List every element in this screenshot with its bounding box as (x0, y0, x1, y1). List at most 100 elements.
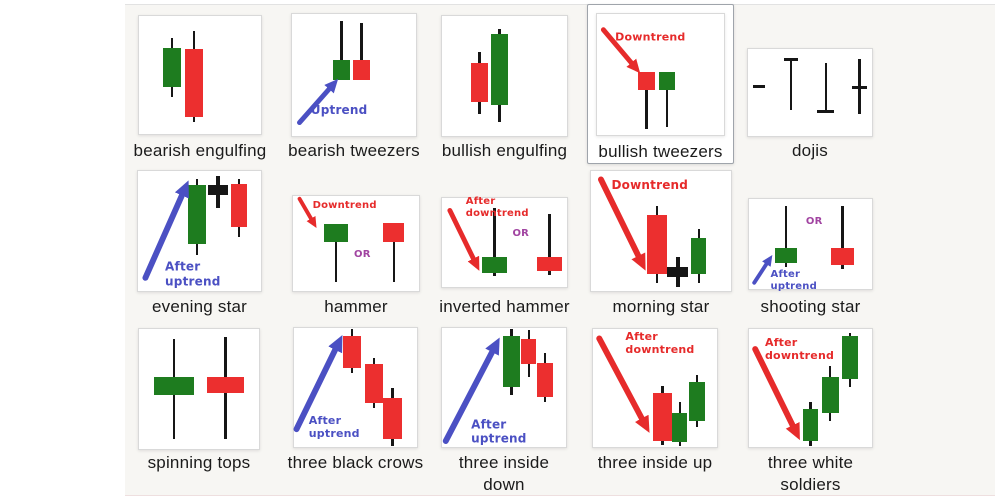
trend-arrow-blue (142, 180, 189, 281)
pattern-label-morning-star: morning star (612, 297, 710, 316)
candle-body-green (672, 412, 688, 443)
annotation-uptrend: Uptrend (310, 103, 368, 118)
candle-body-red (647, 215, 667, 275)
candle-wick (784, 206, 788, 268)
annotation-downtrend: Downtrend (615, 30, 686, 44)
doji-line (789, 59, 793, 110)
candle-body-red (352, 60, 371, 80)
pattern-label-inverted-hammer: inverted hammer (439, 297, 570, 316)
pattern-label-three-black-crows: three black crows (287, 453, 424, 472)
candle-body-red (383, 222, 405, 242)
candle-wick (340, 21, 343, 80)
annotation-or: OR (512, 228, 530, 240)
pattern-label-three-white-soldiers: three white soldiers (767, 453, 854, 495)
candle-wick (665, 72, 669, 127)
pattern-chart-spinning-tops[interactable] (138, 328, 260, 450)
pattern-label-three-inside-down: three inside down (458, 453, 550, 495)
candle-body-black (208, 185, 228, 195)
candle-body-green (482, 256, 507, 273)
candle-body-red (521, 338, 537, 364)
pattern-label-hammer: hammer (324, 297, 388, 316)
candle-body-green (502, 336, 521, 388)
candle-body-red (470, 62, 489, 103)
trend-arrow-red (596, 335, 650, 433)
pattern-label-spinning-tops: spinning tops (147, 453, 251, 472)
pattern-label-evening-star: evening star (151, 297, 248, 316)
candle-body-green (332, 60, 351, 80)
annotation-after: After uptrend (770, 268, 817, 292)
candle-body-green (689, 382, 706, 422)
pattern-chart-shooting-star[interactable]: OR After uptrend (748, 198, 873, 292)
trend-arrow-blue (296, 78, 339, 126)
candle-body-red (230, 184, 247, 228)
candle-body-green (187, 185, 207, 245)
candle-body-green (323, 223, 348, 242)
pattern-chart-evening-star[interactable]: After uptrend (137, 170, 262, 292)
candle-body-red (637, 72, 656, 91)
pattern-label-bullish-tweezers: bullish tweezers (598, 142, 723, 161)
pattern-chart-bearish-engulfing[interactable] (138, 15, 262, 135)
doji-line (852, 86, 868, 89)
pattern-label-bearish-engulfing: bearish engulfing (133, 141, 267, 160)
candle-body-red (653, 392, 672, 442)
candle-body-red (537, 256, 562, 271)
annotation-or: OR (353, 248, 371, 260)
pattern-label-dojis: dojis (792, 141, 828, 160)
candle-body-red (342, 336, 362, 369)
doji-line (824, 62, 828, 112)
candle-body-green (802, 409, 819, 442)
candle-body-red (184, 49, 204, 118)
candle-wick (548, 214, 551, 275)
candle-body-black (667, 267, 689, 277)
pattern-label-shooting-star: shooting star (760, 297, 861, 316)
pattern-chart-three-white-soldiers[interactable]: After downtrend (748, 328, 873, 448)
candle-wick (392, 222, 396, 283)
candle-body-green (841, 336, 858, 379)
annotation-or: OR (805, 216, 823, 228)
annotation-after: After downtrend (625, 329, 695, 357)
candle-body-red (382, 398, 403, 439)
candle-wick (334, 223, 338, 283)
trend-arrow-red (752, 346, 800, 441)
candle-wick (360, 22, 363, 80)
candle-body-green (658, 72, 676, 91)
trend-arrow-red (297, 196, 317, 229)
doji-line (752, 85, 766, 88)
annotation-downtrend: Downtrend (611, 178, 689, 193)
candle-wick (645, 72, 648, 129)
candle-body-red (536, 362, 553, 397)
pattern-label-three-inside-up: three inside up (597, 453, 713, 472)
candle-body-green (691, 238, 707, 275)
trend-arrow-blue (752, 254, 773, 285)
annotation-downtrend: Downtrend (312, 200, 377, 212)
pattern-chart-three-inside-down[interactable]: After uptrend (441, 327, 567, 448)
pattern-chart-bullish-engulfing[interactable] (441, 15, 568, 137)
pattern-chart-dojis[interactable] (747, 48, 873, 137)
annotation-after: After downtrend (465, 195, 529, 219)
candle-body-green (162, 47, 182, 87)
candle-body-green (491, 34, 508, 105)
trend-arrow-blue (442, 337, 500, 445)
candle-body-green (154, 377, 194, 395)
pattern-chart-bullish-tweezers[interactable]: Downtrend (596, 13, 725, 136)
annotation-after: After uptrend (471, 417, 527, 446)
annotation-after: After uptrend (165, 259, 221, 289)
candle-body-green (821, 377, 839, 413)
pattern-chart-bearish-tweezers[interactable]: Uptrend (291, 13, 417, 137)
candle-wick (493, 207, 496, 277)
candle-body-red (206, 377, 244, 393)
trend-arrow-red (600, 27, 641, 74)
annotation-after: After downtrend (764, 336, 835, 363)
candle-body-red (831, 247, 854, 265)
trend-arrow-blue (293, 334, 343, 433)
doji-line (817, 110, 834, 113)
pattern-chart-morning-star[interactable]: Downtrend (590, 170, 732, 292)
candle-wick (841, 206, 844, 270)
pattern-chart-three-inside-up[interactable]: After downtrend (592, 328, 718, 448)
pattern-chart-three-black-crows[interactable]: After uptrend (293, 327, 418, 448)
trend-arrow-red (447, 208, 480, 271)
pattern-label-bullish-engulfing: bullish engulfing (441, 141, 568, 160)
